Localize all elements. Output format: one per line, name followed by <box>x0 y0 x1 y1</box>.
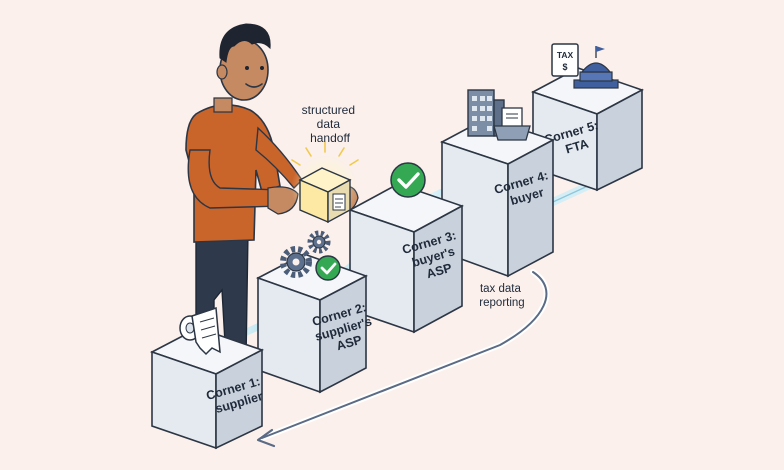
tax-document-icon: TAX $ <box>551 43 579 77</box>
reporting-label-line-2: reporting <box>479 297 524 309</box>
capitol-icon <box>573 46 619 89</box>
receipt-roll-icon <box>179 306 221 356</box>
handoff-label: structured data handoff <box>302 103 359 145</box>
gears-icon <box>280 230 331 278</box>
svg-text:Corner 4: buyer: Corner 4: buyer <box>493 167 558 211</box>
structured-data-cube <box>291 141 359 224</box>
corner-2-label-3: ASP <box>335 333 364 354</box>
corner-5-label-2: FTA <box>564 137 590 157</box>
handoff-label-line-2: data <box>317 117 341 131</box>
reporting-arrow <box>256 269 550 448</box>
reporting-label: tax data reporting <box>479 283 524 309</box>
tax-doc-dollar: $ <box>562 62 567 72</box>
handoff-label-line-3: handoff <box>310 131 350 145</box>
inbox-tray-icon <box>493 107 531 141</box>
reporting-label-line-1: tax data <box>480 283 522 295</box>
office-building-icon <box>467 89 505 137</box>
check-badge-corner-2 <box>315 255 341 281</box>
check-badge-corner-3 <box>390 162 426 198</box>
tax-doc-title: TAX <box>557 50 574 60</box>
corner-3-label-3: ASP <box>425 261 454 282</box>
handoff-label-line-1: structured <box>302 103 355 117</box>
